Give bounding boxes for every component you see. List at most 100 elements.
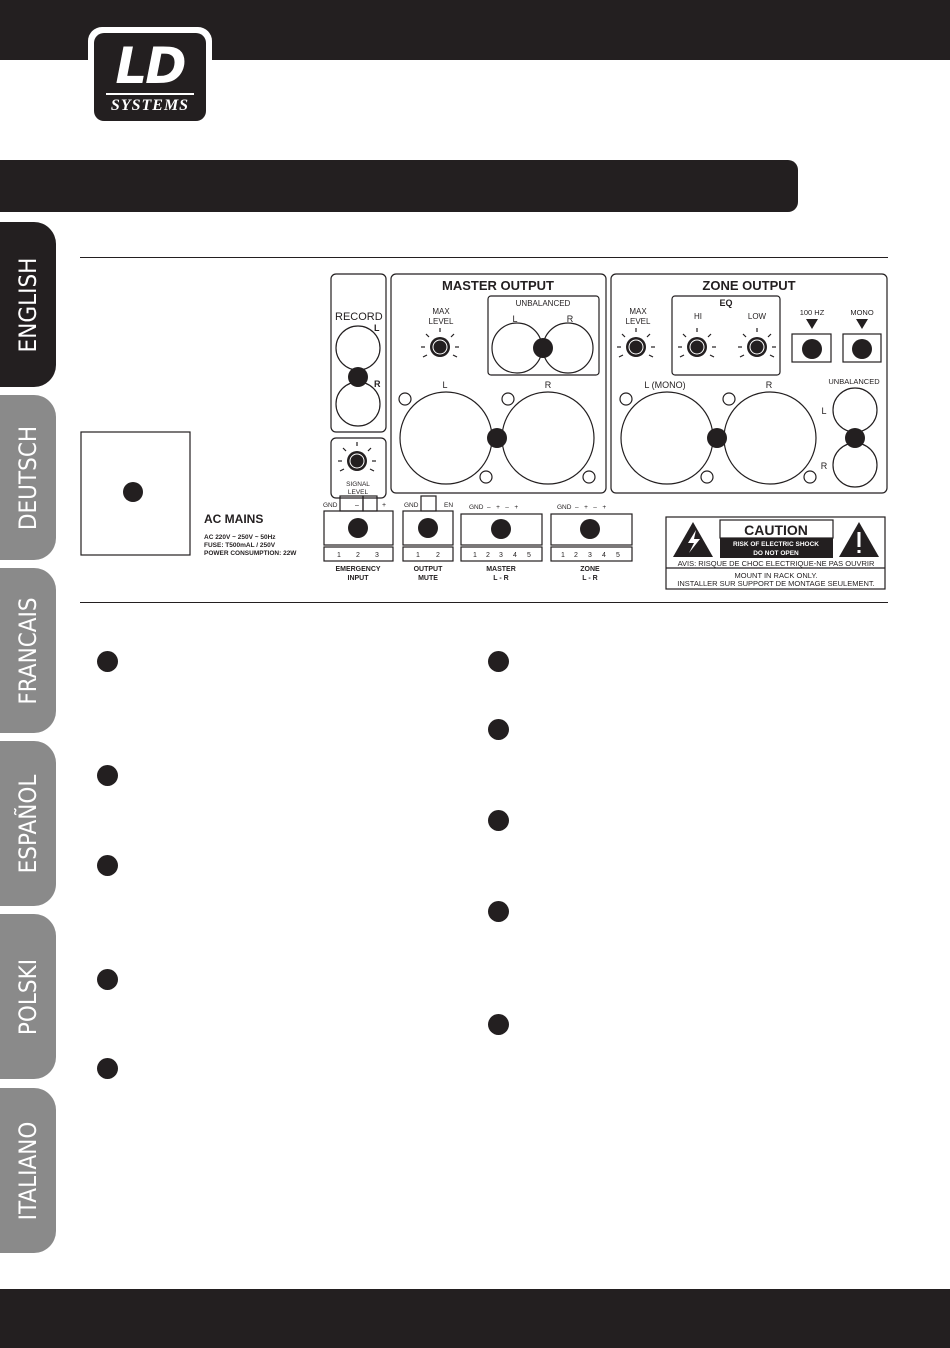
caution-label [665,516,886,590]
svg-text:R: R [567,314,574,324]
master-terminal [460,513,543,546]
callout-marker [488,719,509,740]
callout-marker [97,651,118,672]
svg-text:AC 220V ~ 250V ~ 50Hz: AC 220V ~ 250V ~ 50Hz [204,534,276,541]
svg-text:L - R: L - R [582,575,597,582]
svg-text:2: 2 [356,552,360,559]
svg-text:MAX: MAX [432,307,450,316]
mono-switch [842,333,882,363]
svg-text:LEVEL: LEVEL [348,489,369,496]
ac-mains-title: AC MAINS [204,512,263,526]
knobs [338,328,776,472]
svg-text:1: 1 [473,552,477,559]
callout-dots [123,338,872,539]
arrow-down-icon [856,319,868,329]
svg-text:2: 2 [574,552,578,559]
svg-text:1: 1 [416,552,420,559]
svg-text:LOW: LOW [748,312,767,321]
tab-italiano[interactable]: ITALIANO [0,1088,56,1253]
tab-deutsch[interactable]: DEUTSCH [0,395,56,560]
ld-systems-logo: LD SYSTEMS [88,27,212,127]
callout-marker [97,765,118,786]
svg-text:MUTE: MUTE [418,575,438,582]
zone-output-box [610,273,888,494]
zone-rca-r [832,442,878,488]
svg-text:MASTER: MASTER [486,566,516,573]
svg-text:5: 5 [616,552,620,559]
svg-text:1: 1 [561,552,565,559]
callout-marker [97,1058,118,1079]
svg-text:1: 1 [337,552,341,559]
svg-text:LEVEL: LEVEL [626,317,651,326]
callout-marker [488,651,509,672]
master-xlr-l [399,391,493,485]
tab-polski[interactable]: POLSKI [0,914,56,1079]
svg-text:ZONE: ZONE [580,566,600,573]
arrow-down-icon [806,319,818,329]
master-output-box [390,273,607,494]
signal-level-box [330,437,387,499]
svg-text:MONO: MONO [850,308,873,317]
zone-eq-box [671,295,781,376]
svg-text:LEVEL: LEVEL [429,317,454,326]
svg-text:R: R [545,380,552,390]
svg-text:MOUNT IN RACK ONLY.: MOUNT IN RACK ONLY. [735,571,818,580]
tab-francais[interactable]: FRANCAIS [0,568,56,733]
svg-text:L (MONO): L (MONO) [644,380,685,390]
svg-text:R: R [374,379,381,389]
svg-text:R: R [766,380,773,390]
master-output-title: MASTER OUTPUT [442,278,554,293]
power-inlet [80,431,191,556]
tab-espanol[interactable]: ESPAÑOL [0,741,56,906]
svg-text:UNBALANCED: UNBALANCED [828,377,880,386]
svg-text:L: L [374,323,380,333]
callout-marker [97,855,118,876]
master-xlr-r [501,391,595,485]
zone-rca-l [832,387,878,433]
divider-bottom [80,602,888,603]
svg-text:L - R: L - R [493,575,508,582]
bottom-bar [0,1289,950,1348]
svg-text:EQ: EQ [719,298,732,308]
svg-text:L: L [821,406,826,416]
svg-text:2: 2 [486,552,490,559]
svg-text:MAX: MAX [629,307,647,316]
svg-text:AVIS: RISQUE DE CHOC ELECTRIQU: AVIS: RISQUE DE CHOC ELECTRIQUE-NE PAS O… [678,559,875,568]
record-box [330,273,387,433]
svg-text:DO NOT OPEN: DO NOT OPEN [753,550,799,557]
tab-english[interactable]: ENGLISH [0,222,56,387]
svg-text:100 HZ: 100 HZ [800,308,825,317]
zone-xlr-l [620,391,714,485]
svg-text:FUSE: T500mAL / 250V: FUSE: T500mAL / 250V [204,542,276,549]
svg-text:L: L [512,314,517,324]
svg-text:3: 3 [375,552,379,559]
svg-text:RISK OF ELECTRIC SHOCK: RISK OF ELECTRIC SHOCK [733,541,819,548]
svg-text:EMERGENCY: EMERGENCY [335,566,380,573]
zone-output-title: ZONE OUTPUT [702,278,795,293]
callout-marker [488,1014,509,1035]
svg-text:UNBALANCED: UNBALANCED [516,299,571,308]
svg-text:GND: GND [404,502,419,509]
callout-marker [97,969,118,990]
svg-text:+: + [382,502,386,509]
svg-text:GND – + – +: GND – + – + [557,504,606,511]
master-unbalanced-box [487,295,600,376]
svg-text:5: 5 [527,552,531,559]
svg-text:2: 2 [436,552,440,559]
caution-title: CAUTION [744,522,808,538]
svg-text:EN: EN [444,502,453,509]
record-label: RECORD [335,311,383,323]
svg-text:R: R [821,461,828,471]
100hz-switch [791,333,832,363]
callout-marker [488,810,509,831]
svg-text:OUTPUT: OUTPUT [414,566,444,573]
svg-text:4: 4 [602,552,606,559]
svg-text:INPUT: INPUT [348,575,370,582]
svg-text:3: 3 [499,552,503,559]
svg-text:GND: GND [323,502,338,509]
zone-xlr-r [723,391,817,485]
svg-text:HI: HI [694,312,702,321]
rear-panel-diagram: RECORD L R SIGNAL LEVEL MASTER OUTPUT MA… [80,273,888,590]
svg-text:4: 4 [513,552,517,559]
svg-text:SIGNAL: SIGNAL [346,481,370,488]
